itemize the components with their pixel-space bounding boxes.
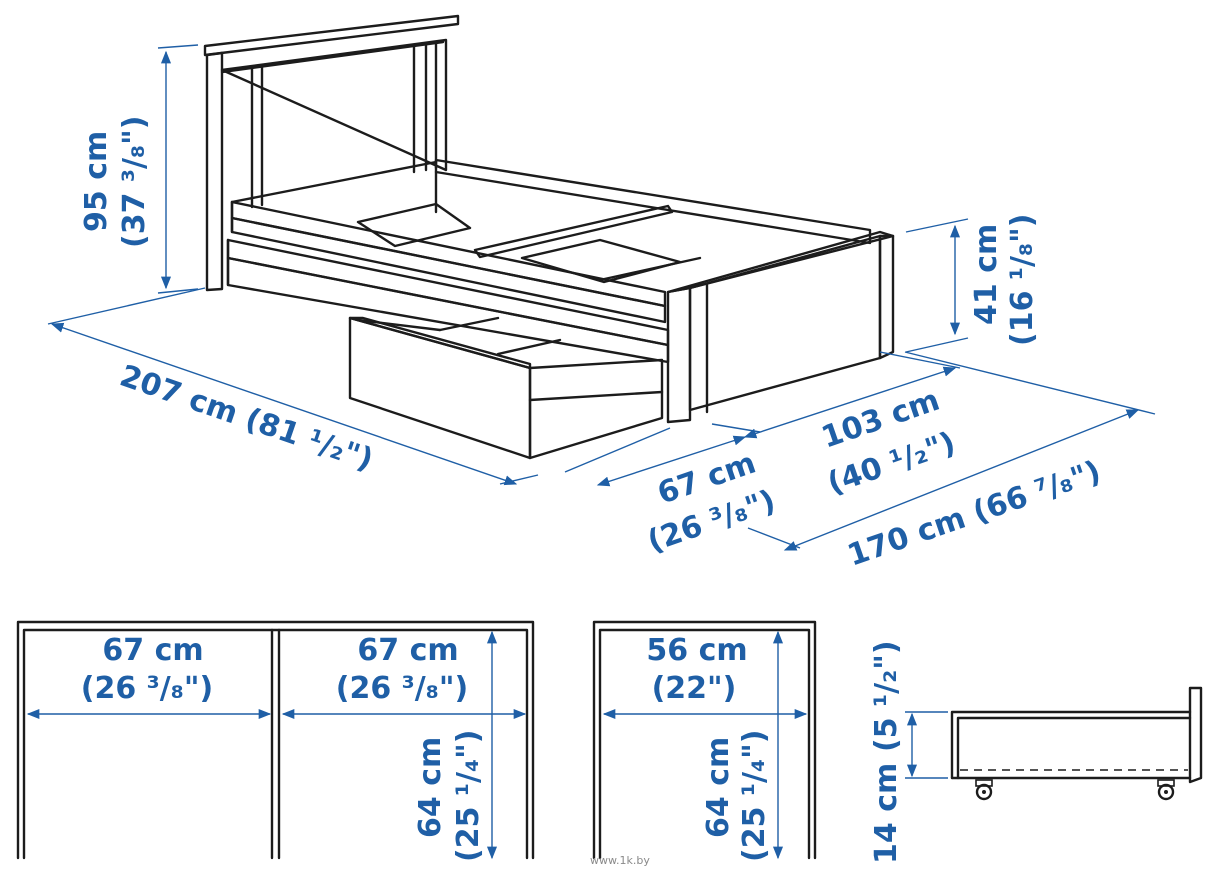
single-drawer-width-imperial: (22") bbox=[652, 671, 737, 706]
single-drawer-width-metric: 56 cm bbox=[646, 633, 747, 668]
dimension-drawer-clearance: 67 cm (26 ³/₈") bbox=[564, 423, 780, 560]
dimension-height-footboard: 41 cm (16 ¹/₈") bbox=[905, 214, 1040, 353]
right-drawer-width-imperial: (26 ³/₈") bbox=[336, 671, 468, 706]
dimension-width: 103 cm (40 ¹/₂") bbox=[743, 351, 961, 502]
dimension-total-width: 170 cm (66 ⁷/₈") bbox=[747, 351, 1156, 574]
right-drawer-width-metric: 67 cm bbox=[357, 633, 458, 668]
right-drawer-depth-metric: 64 cm bbox=[413, 737, 448, 838]
caster-wheel-left bbox=[975, 779, 993, 801]
slats bbox=[356, 202, 702, 284]
dimension-length: 207 cm (81 ¹/₂") bbox=[47, 287, 539, 486]
bed-illustration bbox=[203, 14, 895, 460]
drawer-side-view: 14 cm (5 ¹/₂") bbox=[869, 640, 1203, 864]
footboard bbox=[666, 230, 895, 424]
pulled-out-drawer bbox=[348, 316, 664, 460]
footboard-height-metric: 41 cm bbox=[969, 224, 1004, 325]
left-drawer-width-metric: 67 cm bbox=[102, 633, 203, 668]
headboard-height-metric: 95 cm bbox=[79, 131, 114, 232]
double-drawer-plan: 67 cm (26 ³/₈") 67 cm (26 ³/₈") 64 cm (2… bbox=[16, 620, 535, 862]
near-side-rail bbox=[230, 160, 667, 324]
single-drawer-depth-metric: 64 cm bbox=[701, 737, 736, 838]
drawer-height-imperial: (5 ¹/₂") bbox=[869, 640, 904, 752]
headboard-height-imperial: (37 ³/₈") bbox=[117, 116, 152, 248]
single-drawer-depth-imperial: (25 ¹/₄") bbox=[737, 730, 772, 862]
dimension-height-headboard: 95 cm (37 ³/₈") bbox=[79, 44, 199, 294]
left-drawer-width-imperial: (26 ³/₈") bbox=[81, 671, 213, 706]
drawer-height-metric: 14 cm bbox=[869, 763, 904, 864]
bed-base bbox=[226, 238, 670, 364]
single-drawer-plan: 56 cm (22") 64 cm (25 ¹/₄") bbox=[592, 620, 817, 862]
far-side-rail bbox=[434, 158, 872, 245]
watermark: www.1k.by bbox=[590, 854, 650, 867]
headboard bbox=[203, 14, 460, 292]
caster-wheel-right bbox=[1157, 779, 1175, 801]
right-drawer-depth-imperial: (25 ¹/₄") bbox=[451, 730, 486, 862]
length-label: 207 cm (81 ¹/₂") bbox=[115, 358, 377, 477]
footboard-height-imperial: (16 ¹/₈") bbox=[1005, 214, 1040, 346]
